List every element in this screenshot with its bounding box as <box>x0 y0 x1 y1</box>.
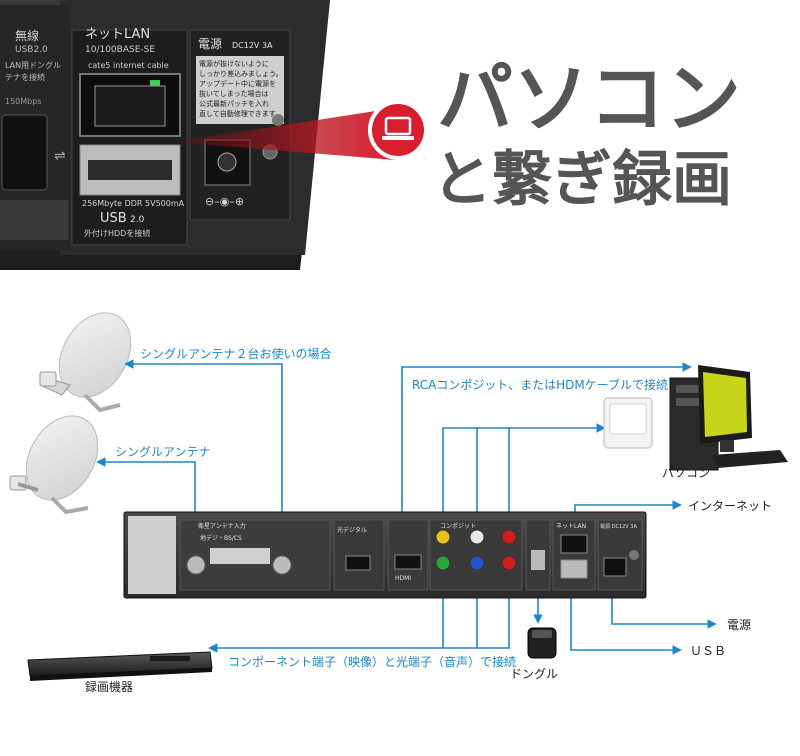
optical-label: 光デジタル <box>337 526 367 534</box>
power-spec: DC12V 3A <box>232 41 273 50</box>
internet-label: インターネット <box>688 499 772 513</box>
wireless-label: 無線 <box>15 28 39 43</box>
highlight-ray <box>175 108 395 160</box>
laptop-icon <box>382 116 414 140</box>
satellite-dish-top <box>39 312 132 413</box>
antenna-in-label: 地デジ・BS/CS <box>200 534 242 542</box>
dongle-note-2: テナを接続 <box>5 72 45 82</box>
lan-label: ネットLAN <box>85 27 150 42</box>
power-note-6: 直して自動修理できます。 <box>199 109 282 118</box>
dongle-note-1: LAN用ドングル <box>5 60 61 70</box>
power-note-2: しっかり差込みましょう。 <box>199 69 283 78</box>
dongle-label: ドングル <box>510 667 558 681</box>
usb-sub: 外付けHDDを接続 <box>84 228 150 238</box>
hdmi-label: HDMI <box>395 575 411 582</box>
recorder-label: 録画機器 <box>85 679 133 694</box>
pc-connection-line <box>401 362 692 553</box>
desktop-pc <box>603 365 788 471</box>
video-label: コンポジット <box>440 522 476 530</box>
pc-badge <box>368 100 428 160</box>
antenna-two-label: シングルアンテナ２台お使いの場合 <box>140 346 332 361</box>
lan-sub: 10/100BASE-SE <box>85 45 155 55</box>
power-note-3: アップデート中に電源を <box>199 79 276 88</box>
satellite-dish-bottom <box>9 415 99 515</box>
photo-panel: 無線 USB2.0 LAN用ドングル テナを接続 150Mbps ⇌ ネットLA… <box>0 0 330 270</box>
polarity-icon: ⊖–◉–⊕ <box>205 195 244 208</box>
power-label: 電源 <box>198 37 222 51</box>
speed-label: 150Mbps <box>5 97 42 106</box>
wireless-sub: USB2.0 <box>15 45 48 55</box>
usb-dongle <box>527 627 557 659</box>
power-label-diagram: 電源 <box>727 618 751 632</box>
pc-cable-label: RCAコンポジット、またはHDMケーブルで接続 <box>412 377 668 392</box>
title-line-2: と繋ぎ録画 <box>432 145 732 215</box>
antenna-two-line <box>124 359 283 557</box>
lan-panel-label: ネットLAN <box>556 523 586 530</box>
power-note-1: 電源が抜けないように <box>199 59 269 68</box>
pc-label: パソコン <box>662 466 710 480</box>
component-line <box>208 575 510 653</box>
antenna-one-label: シングルアンテナ <box>115 445 211 459</box>
title-line-1: パソコン <box>437 54 741 143</box>
recorder-device <box>27 651 213 681</box>
usb-ver: 2.0 <box>130 215 145 225</box>
usb-label-diagram: ＵＳＢ <box>690 644 726 658</box>
usb-line <box>570 578 682 655</box>
input-label: 衛星アンテナ入力 <box>198 522 246 530</box>
usb-label: USB <box>100 211 127 226</box>
power-panel-label: 電源 DC12V 3A <box>600 523 637 530</box>
rca-line <box>442 423 606 535</box>
power-note-5: 公式最新パッチを入れ <box>199 99 269 108</box>
component-label: コンポーネント端子（映像）と光端子（音声）で接続 <box>228 654 516 669</box>
ddr-label: 256Mbyte DDR 5V500mA <box>82 199 185 208</box>
power-note-4: 抜いてしまった場合は <box>199 89 269 98</box>
cable-label: cate5 internet cable <box>88 61 169 70</box>
device-back-panel: 衛星アンテナ入力 地デジ・BS/CS 光デジタル HDMI コンポジット ネット… <box>123 511 647 599</box>
usb-symbol-icon: ⇌ <box>54 148 66 164</box>
